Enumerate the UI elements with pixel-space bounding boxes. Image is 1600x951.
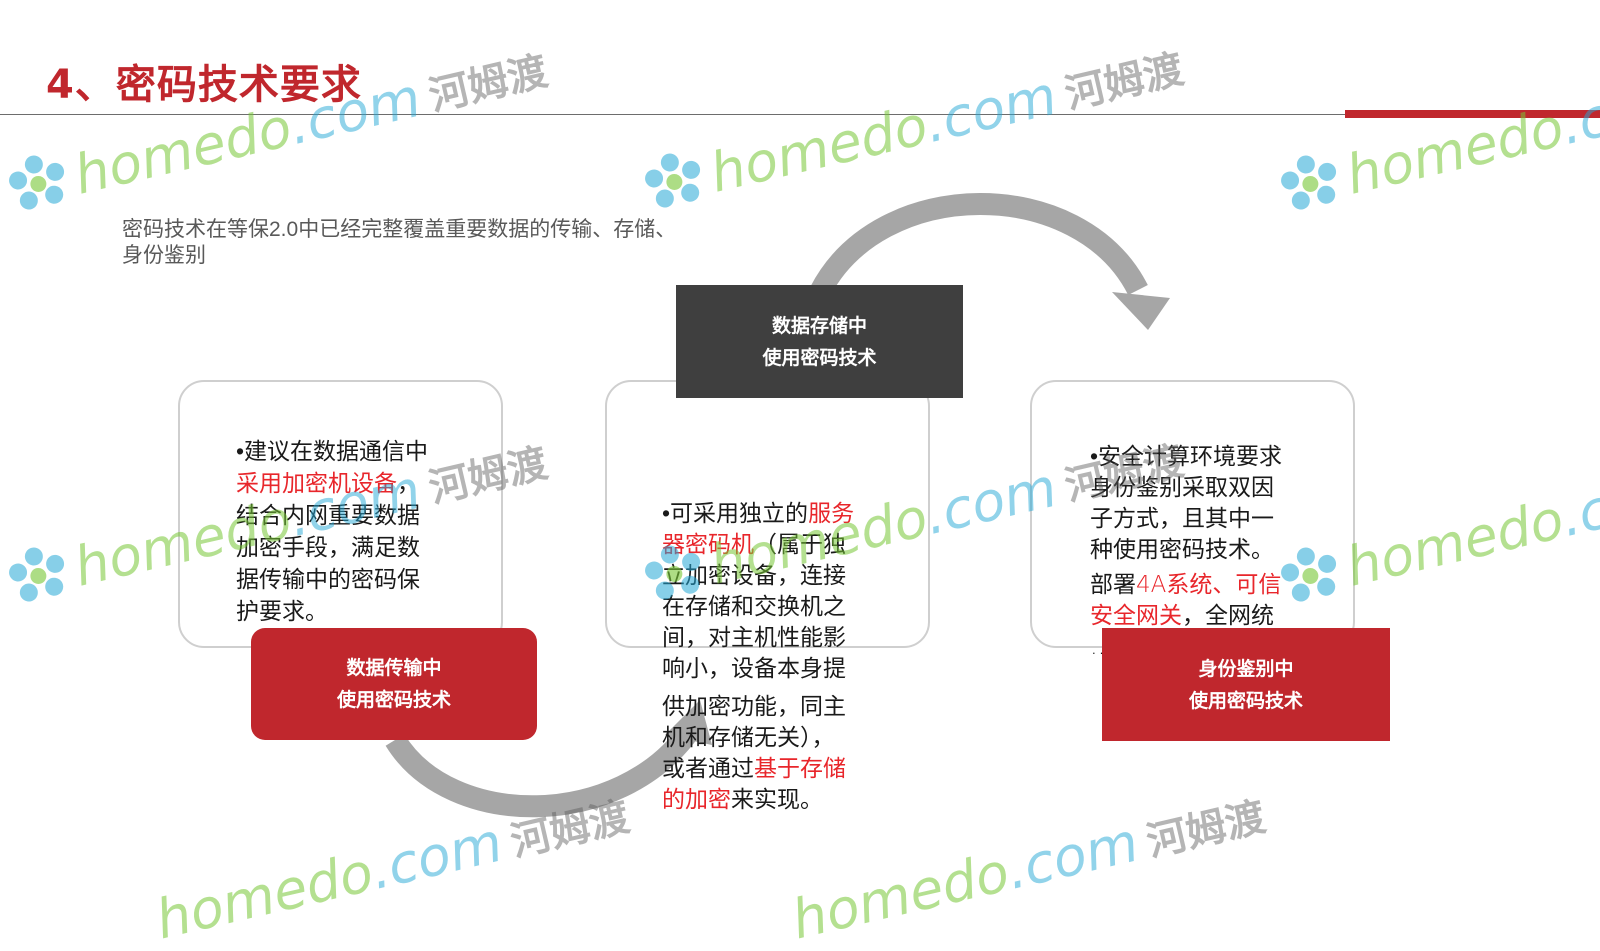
text-line: 的加密来实现。	[662, 785, 854, 816]
label-line: 使用密码技术	[762, 346, 877, 369]
label-line: 身份鉴别中	[1198, 657, 1294, 680]
card-transmission	[178, 380, 503, 648]
card-identity	[1030, 380, 1355, 648]
text-line: 加密手段，满足数	[236, 535, 420, 561]
cycle-arrows	[385, 193, 1170, 818]
arrow-bottom-head	[665, 700, 712, 745]
text-fragment: •可采用独立的	[662, 501, 809, 527]
text-line: •安全计算环境要求	[1090, 444, 1283, 470]
text-line: •可采用独立的服务	[662, 499, 854, 530]
text-fragment: 来实现。	[731, 787, 823, 813]
text-line: 或者通过基于存储	[662, 754, 854, 785]
text-line: 器密码机（属于独	[662, 530, 854, 561]
highlight-text: 安全网关	[1090, 603, 1182, 629]
title-accent-bar	[1345, 110, 1600, 118]
text-line: 采用加密机设备，	[236, 468, 428, 500]
text-fragment: ，全网统	[1182, 603, 1274, 629]
highlight-text: 基于存储	[754, 756, 846, 782]
text-line: 种使用密码技术。	[1090, 537, 1274, 563]
label-storage: 数据存储中 使用密码技术	[676, 285, 963, 398]
highlight-text: 4A系统、可信	[1136, 572, 1282, 598]
text-fragment: （属于独	[754, 532, 846, 558]
title-divider	[0, 114, 1600, 115]
intro-text: 密码技术在等保2.0中已经完整覆盖重要数据的传输、存储、身份鉴别	[122, 218, 677, 267]
text-line: 部署4A系统、可信	[1090, 570, 1282, 601]
text-line: 据传输中的密码保	[236, 567, 420, 593]
slide-title: 4、密码技术要求	[46, 62, 362, 108]
text-line: 响小，设备本身提	[662, 656, 846, 682]
text-line: 护要求。	[236, 599, 328, 625]
label-line: 使用密码技术	[336, 689, 451, 711]
highlight-text: 器密码机	[662, 532, 754, 558]
card-storage-text: •可采用独立的服务 器密码机（属于独 立加密设备，连接 在存储和交换机之 间，对…	[662, 499, 854, 816]
text-line: 结合内网重要数据	[236, 503, 420, 529]
text-line: 子方式，且其中一	[1090, 506, 1274, 532]
label-line: 数据存储中	[771, 314, 867, 337]
label-line: 使用密码技术	[1188, 689, 1303, 712]
text-line: •建议在数据通信中	[236, 439, 429, 465]
text-line: 供加密功能，同主	[662, 694, 846, 720]
highlight-text: 的加密	[662, 787, 731, 813]
arrow-top-arc	[810, 193, 1148, 298]
text-line: 在存储和交换机之	[662, 594, 846, 620]
text-fragment: 部署	[1090, 572, 1136, 598]
card-identity-text: •安全计算环境要求 身份鉴别采取双因 子方式，且其中一 种使用密码技术。 部署4…	[1090, 442, 1282, 663]
label-transmission: 数据传输中 使用密码技术	[251, 628, 537, 740]
card-storage	[605, 380, 930, 648]
label-line: 数据传输中	[346, 657, 442, 679]
highlight-text: 采用加密机设备	[236, 471, 397, 497]
text-fragment: 或者通过	[662, 756, 754, 782]
label-identity: 身份鉴别中 使用密码技术	[1102, 628, 1390, 741]
text-line: 立加密设备，连接	[662, 563, 846, 589]
card-transmission-text: •建议在数据通信中 采用加密机设备， 结合内网重要数据 加密手段，满足数 据传输…	[236, 436, 428, 628]
highlight-text: 服务	[808, 501, 855, 527]
text-line: 安全网关，全网统	[1090, 601, 1282, 632]
text-fragment: ，	[397, 471, 420, 497]
arrow-bottom-arc	[385, 723, 700, 818]
text-line: 身份鉴别采取双因	[1090, 475, 1274, 501]
text-line: 机和存储无关），	[662, 725, 835, 751]
arrow-top-head	[1112, 292, 1170, 330]
text-line: 间，对主机性能影	[662, 625, 846, 651]
